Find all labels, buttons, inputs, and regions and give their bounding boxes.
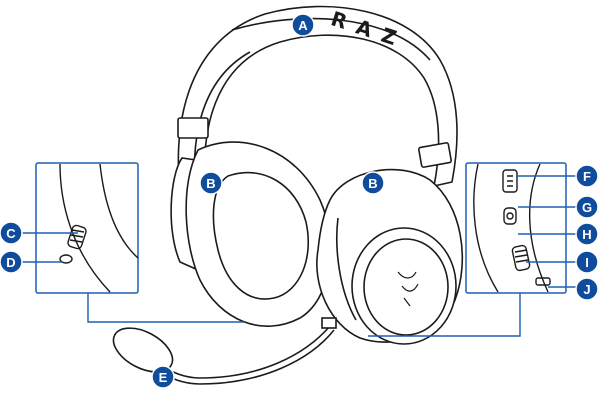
right-earcup	[316, 168, 464, 345]
right-cup-plate	[363, 238, 449, 336]
callout-badge	[0, 250, 23, 274]
left-ear-cushion-inner	[212, 171, 310, 300]
svg-text:A: A	[298, 18, 308, 33]
leader-lines	[22, 175, 576, 337]
headband-band-line	[231, 17, 431, 61]
left-inset-cushion-curve	[99, 163, 139, 259]
headband	[177, 5, 458, 206]
svg-text:G: G	[582, 200, 592, 215]
callout-badge	[575, 277, 599, 301]
svg-text:C: C	[6, 226, 16, 241]
left-slider	[177, 117, 209, 139]
power-button-icon	[503, 207, 517, 225]
callout-A: A	[291, 13, 315, 37]
callout-badge	[199, 171, 223, 195]
callout-G: G	[575, 195, 599, 219]
left-inset-connector	[87, 293, 244, 323]
callout-F: F	[575, 164, 599, 188]
svg-text:B: B	[368, 176, 377, 191]
svg-text:I: I	[585, 255, 589, 270]
mic-jack	[321, 317, 337, 329]
left-inset-frame	[35, 162, 139, 294]
right-inset-frame	[465, 162, 567, 294]
callout-badge	[575, 222, 599, 246]
callout-badge	[575, 195, 599, 219]
callout-J: J	[575, 277, 599, 301]
callout-badge	[575, 164, 599, 188]
mode-switch-icon	[502, 169, 518, 193]
svg-text:B: B	[206, 176, 215, 191]
callout-badge	[575, 250, 599, 274]
usb-port-icon	[535, 277, 551, 286]
microphone	[112, 317, 337, 385]
callout-B-left: B	[199, 171, 223, 195]
callout-E: E	[151, 365, 175, 389]
right-detail-inset	[465, 162, 567, 294]
svg-text:E: E	[159, 370, 168, 385]
aux-port-icon	[59, 254, 73, 264]
right-inset-connector	[368, 293, 521, 337]
callout-badge	[361, 171, 385, 195]
left-inset-cup-curve	[59, 163, 111, 293]
power-symbol-icon	[506, 212, 514, 220]
right-inset-cup-curve	[473, 163, 499, 293]
right-slider	[418, 142, 452, 168]
callout-D: D	[0, 250, 23, 274]
callout-badge	[151, 365, 175, 389]
right-inset-edge-curve	[529, 163, 549, 293]
mic-boom	[159, 325, 331, 379]
svg-text:J: J	[583, 282, 590, 297]
left-earcup	[170, 141, 332, 327]
callout-C: C	[0, 221, 23, 245]
volume-wheel-icon	[67, 224, 87, 250]
right-cup-edge	[336, 217, 357, 321]
svg-text:F: F	[583, 169, 591, 184]
svg-text:D: D	[6, 255, 15, 270]
callout-badge	[291, 13, 315, 37]
mic-head	[112, 327, 174, 373]
callout-badge	[0, 221, 23, 245]
volume-dial-icon	[511, 244, 531, 272]
headband-outer	[177, 5, 458, 206]
svg-text:H: H	[582, 227, 591, 242]
callout-I: I	[575, 250, 599, 274]
callout-B-right: B	[361, 171, 385, 195]
callout-H: H	[575, 222, 599, 246]
logo-mark	[397, 271, 419, 307]
left-detail-inset	[35, 162, 139, 294]
